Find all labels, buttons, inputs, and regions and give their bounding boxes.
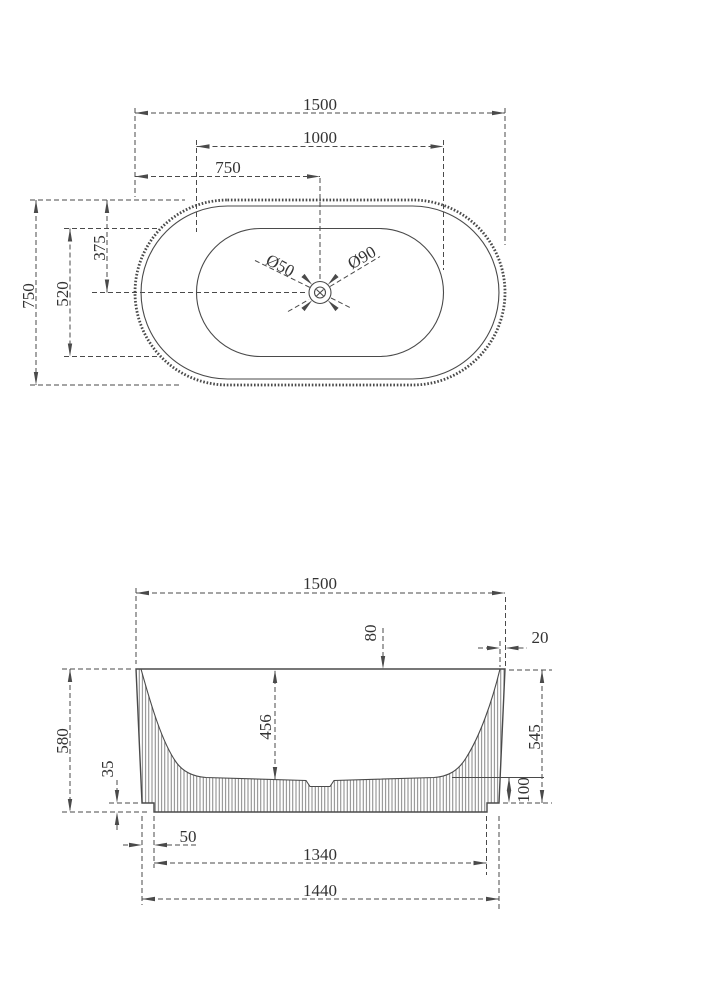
arrowhead xyxy=(506,777,512,791)
dim-top-center-length: 750 xyxy=(135,158,320,179)
arrowhead xyxy=(272,767,278,780)
dim-front-inner-depth: 456 xyxy=(256,670,278,780)
dim-top-basin-length: 1000 xyxy=(196,128,444,270)
arrowhead xyxy=(33,372,39,385)
arrowhead xyxy=(539,790,545,803)
arrowhead xyxy=(380,656,386,669)
arrowhead xyxy=(505,645,519,651)
arrowhead xyxy=(301,273,313,285)
basin-outline xyxy=(196,227,444,358)
dim-label: 100 xyxy=(514,777,533,803)
arrowhead xyxy=(104,279,110,293)
arrowhead xyxy=(487,645,500,651)
arrowhead xyxy=(430,144,444,149)
dim-front-base-inset: 50 xyxy=(123,816,199,905)
dim-label: 545 xyxy=(525,724,544,750)
dim-front-skirt-length: 1440 xyxy=(142,816,500,910)
arrowhead xyxy=(327,300,339,312)
arrowhead xyxy=(301,300,313,312)
dim-top-overall-length: 1500 xyxy=(134,95,506,245)
dim-label: 1000 xyxy=(303,128,337,147)
tub-interior-profile xyxy=(140,668,501,788)
arrowhead xyxy=(272,670,278,683)
dim-label: 1500 xyxy=(303,95,337,114)
tub-rim-inner-line xyxy=(140,205,500,380)
arrowhead xyxy=(135,174,148,179)
dim-label: 50 xyxy=(180,827,197,846)
dim-top-center-width: 375 xyxy=(90,200,110,293)
arrowhead xyxy=(492,590,505,596)
arrowhead xyxy=(473,860,487,866)
dim-label: 1340 xyxy=(303,845,337,864)
drain-cross-mark xyxy=(316,289,324,297)
dim-label: 456 xyxy=(256,714,275,740)
arrowhead xyxy=(67,669,73,682)
arrowhead xyxy=(154,842,167,848)
dim-label: 1440 xyxy=(303,881,337,900)
drain-leader-upper-right xyxy=(329,256,381,287)
arrowhead xyxy=(114,790,120,803)
dim-front-base-height: 100 xyxy=(506,777,533,803)
arrowhead xyxy=(33,200,39,213)
arrowhead xyxy=(492,110,505,116)
arrowhead xyxy=(539,670,545,683)
dim-label: 750 xyxy=(19,283,38,309)
dim-front-base-length: 1340 xyxy=(154,816,487,875)
arrowhead xyxy=(136,590,149,596)
dim-label: 580 xyxy=(53,728,72,754)
dim-front-rim-thickness: 20 xyxy=(478,628,549,667)
arrowhead xyxy=(67,228,73,242)
drain-leader-lower-right xyxy=(330,297,353,309)
front-view: 1500 80 20 580 xyxy=(53,574,552,910)
drain-leader-lower-left xyxy=(287,299,310,312)
dim-label: 520 xyxy=(53,281,72,307)
arrowhead xyxy=(104,200,110,213)
dim-front-rim-drop: 80 xyxy=(361,625,386,669)
arrowhead xyxy=(114,812,120,825)
tub-body-hatching xyxy=(136,669,505,812)
dim-front-overall-height: 580 xyxy=(53,668,150,813)
drain-inner-circle xyxy=(313,286,327,299)
arrowhead xyxy=(142,896,155,902)
drain-diameter-large-label: Ø90 xyxy=(344,242,379,273)
top-view: Ø50 Ø90 1500 1000 750 xyxy=(19,95,507,387)
dim-label: 35 xyxy=(98,761,117,778)
dim-label: 80 xyxy=(361,625,380,642)
arrowhead xyxy=(67,343,73,357)
arrowhead xyxy=(196,144,210,149)
dim-label: 750 xyxy=(215,158,241,177)
arrowhead xyxy=(506,790,512,803)
dim-top-basin-width: 520 xyxy=(53,228,160,357)
tub-outer-fluted-edge xyxy=(133,198,507,387)
dim-front-foot-height: 35 xyxy=(98,761,139,833)
dim-front-overall-length: 1500 xyxy=(135,574,506,667)
arrowhead xyxy=(154,860,167,866)
arrowhead xyxy=(135,110,148,116)
drain-outer-circle xyxy=(308,280,332,305)
dim-label: 20 xyxy=(532,628,549,647)
drain: Ø50 Ø90 xyxy=(254,242,381,312)
drain-leader-upper-left xyxy=(254,260,311,288)
arrowhead xyxy=(486,896,499,902)
arrowhead xyxy=(129,842,142,848)
dim-top-overall-width: 750 xyxy=(19,199,185,386)
dim-label: 375 xyxy=(90,235,109,261)
dim-label: 1500 xyxy=(303,574,337,593)
dim-front-side-height: 545 xyxy=(503,669,552,804)
drain-diameter-small-label: Ø50 xyxy=(263,250,298,281)
tub-outer-silhouette xyxy=(135,668,506,813)
arrowhead xyxy=(67,799,73,812)
arrowhead xyxy=(327,273,339,285)
arrowhead xyxy=(307,174,320,179)
